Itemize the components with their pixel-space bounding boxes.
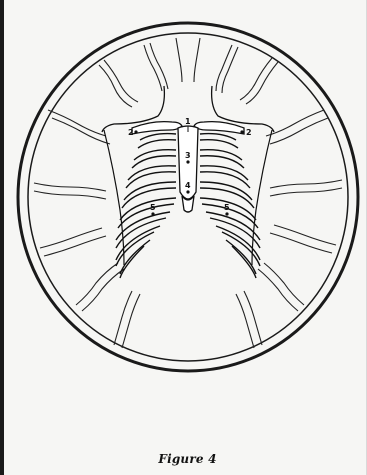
- svg-text:2: 2: [246, 128, 252, 137]
- svg-text:5: 5: [224, 203, 230, 212]
- marker-5-left: 5: [150, 203, 156, 216]
- svg-text:1: 1: [185, 117, 191, 126]
- figure-caption: Figure 4: [4, 452, 367, 466]
- marker-5-right: 5: [224, 203, 230, 216]
- left-ribs: [116, 134, 176, 278]
- right-ribs: [200, 134, 260, 278]
- svg-text:3: 3: [185, 151, 191, 160]
- svg-text:4: 4: [185, 181, 191, 190]
- rib-cage-diagram: 1 2 2 3 4 5 5: [4, 0, 367, 475]
- sternum: [178, 126, 198, 212]
- svg-text:2: 2: [128, 128, 134, 137]
- svg-text:5: 5: [150, 203, 156, 212]
